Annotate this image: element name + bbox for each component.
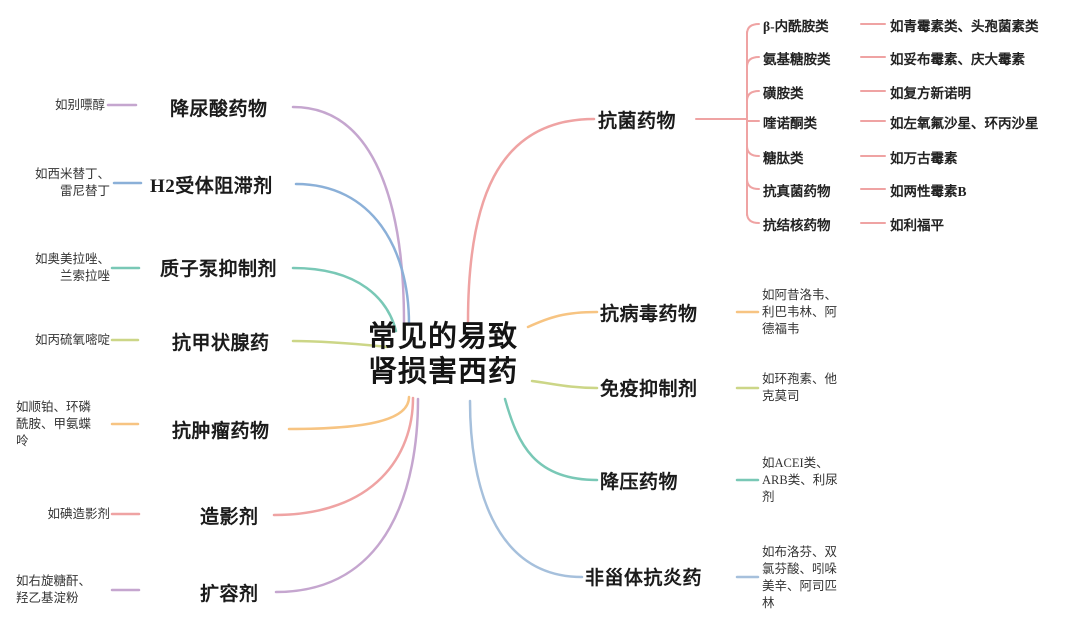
branch-antibacterial-drugs[interactable]: 抗菌药物 — [598, 111, 677, 132]
connector-ppi — [291, 266, 398, 333]
bracket-stub-6 — [746, 178, 760, 190]
branch-antihypertensive-drugs[interactable]: 降压药物 — [600, 472, 679, 493]
connector-antitumor — [287, 395, 411, 431]
branch-uric-acid-drugs[interactable]: 降尿酸药物 — [170, 99, 268, 120]
leaf-sulfonamide-examples[interactable]: 如复方新诺明 — [890, 86, 971, 101]
connector-nsaid — [468, 399, 584, 579]
branch-antitumor-drugs[interactable]: 抗肿瘤药物 — [172, 421, 270, 442]
leaf-aminoglycoside-examples[interactable]: 如妥布霉素、庆大霉素 — [890, 52, 1025, 67]
sub-branch-quinolones[interactable]: 喹诺酮类 — [763, 116, 817, 131]
leaf-uric-acid-examples[interactable]: 如别嘌醇 — [54, 98, 105, 112]
leaf-volume-expander-examples[interactable]: 如右旋糖酐、 羟乙基淀粉 — [16, 574, 92, 605]
leaf-antitumor-examples[interactable]: 如顺铂、环磷 酰胺、甲氨蝶 呤 — [16, 400, 92, 448]
connector-antihypertensive — [503, 397, 599, 482]
leaf-antiviral-examples[interactable]: 如阿昔洛韦、 利巴韦林、阿 德福韦 — [762, 288, 838, 336]
sub-branch-aminoglycosides[interactable]: 氨基糖胺类 — [763, 52, 831, 67]
leaf-contrast-examples[interactable]: 如碘造影剂 — [47, 507, 110, 521]
bracket-stub-2 — [746, 56, 760, 68]
leaf-h2-examples[interactable]: 如西米替丁、 雷尼替丁 — [34, 167, 110, 198]
connector-contrast — [272, 396, 415, 517]
branch-nsaids[interactable]: 非甾体抗炎药 — [585, 568, 703, 589]
leaf-ppi-examples[interactable]: 如奥美拉唑、 兰索拉唑 — [34, 252, 110, 283]
branch-volume-expanders[interactable]: 扩容剂 — [200, 584, 259, 605]
connector-antithyroid — [291, 339, 390, 349]
bracket-stub-1 — [746, 23, 760, 35]
leaf-quinolone-examples[interactable]: 如左氧氟沙星、环丙沙星 — [890, 116, 1039, 131]
sub-branch-antifungals[interactable]: 抗真菌药物 — [763, 184, 831, 199]
sub-branch-sulfonamides[interactable]: 磺胺类 — [763, 86, 804, 101]
leaf-glycopeptide-examples[interactable]: 如万古霉素 — [890, 151, 958, 166]
connector-h2-blocker — [294, 182, 411, 326]
connector-antibacterial — [466, 117, 596, 324]
bracket-stub-5 — [746, 145, 760, 157]
connector-volume-expander — [274, 397, 420, 594]
connector-antiviral — [526, 310, 599, 329]
branch-antithyroid-drugs[interactable]: 抗甲状腺药 — [172, 333, 270, 354]
connector-immunosuppressant — [530, 379, 599, 390]
connector-uric-acid — [291, 105, 406, 324]
leaf-nsaid-examples[interactable]: 如布洛芬、双 氯芬酸、吲哚 美辛、阿司匹 林 — [762, 545, 838, 610]
leaf-immunosuppressant-examples[interactable]: 如环孢素、他 克莫司 — [762, 372, 838, 403]
branch-h2-blockers[interactable]: H2受体阻滞剂 — [150, 176, 273, 197]
sub-branch-glycopeptides[interactable]: 糖肽类 — [763, 151, 804, 166]
branch-proton-pump-inhibitors[interactable]: 质子泵抑制剂 — [160, 259, 278, 280]
leaf-beta-lactam-examples[interactable]: 如青霉素类、头孢菌素类 — [890, 19, 1039, 34]
sub-branch-antituberculosis[interactable]: 抗结核药物 — [763, 218, 831, 233]
leaf-antitb-examples[interactable]: 如利福平 — [890, 218, 944, 233]
central-topic[interactable]: 常见的易致 肾损害西药 — [367, 321, 518, 388]
branch-immunosuppressants[interactable]: 免疫抑制剂 — [600, 379, 698, 400]
sub-branch-beta-lactams[interactable]: β-内酰胺类 — [763, 19, 829, 34]
branch-contrast-agents[interactable]: 造影剂 — [200, 507, 259, 528]
leaf-antifungal-examples[interactable]: 如两性霉素B — [890, 184, 967, 199]
leaf-antithyroid-examples[interactable]: 如丙硫氧嘧啶 — [34, 333, 110, 347]
bracket-stub-3 — [746, 90, 760, 102]
leaf-antihypertensive-examples[interactable]: 如ACEI类、 ARB类、利尿 剂 — [762, 456, 838, 504]
branch-antiviral-drugs[interactable]: 抗病毒药物 — [600, 304, 698, 325]
bracket-stub-7 — [746, 212, 760, 224]
